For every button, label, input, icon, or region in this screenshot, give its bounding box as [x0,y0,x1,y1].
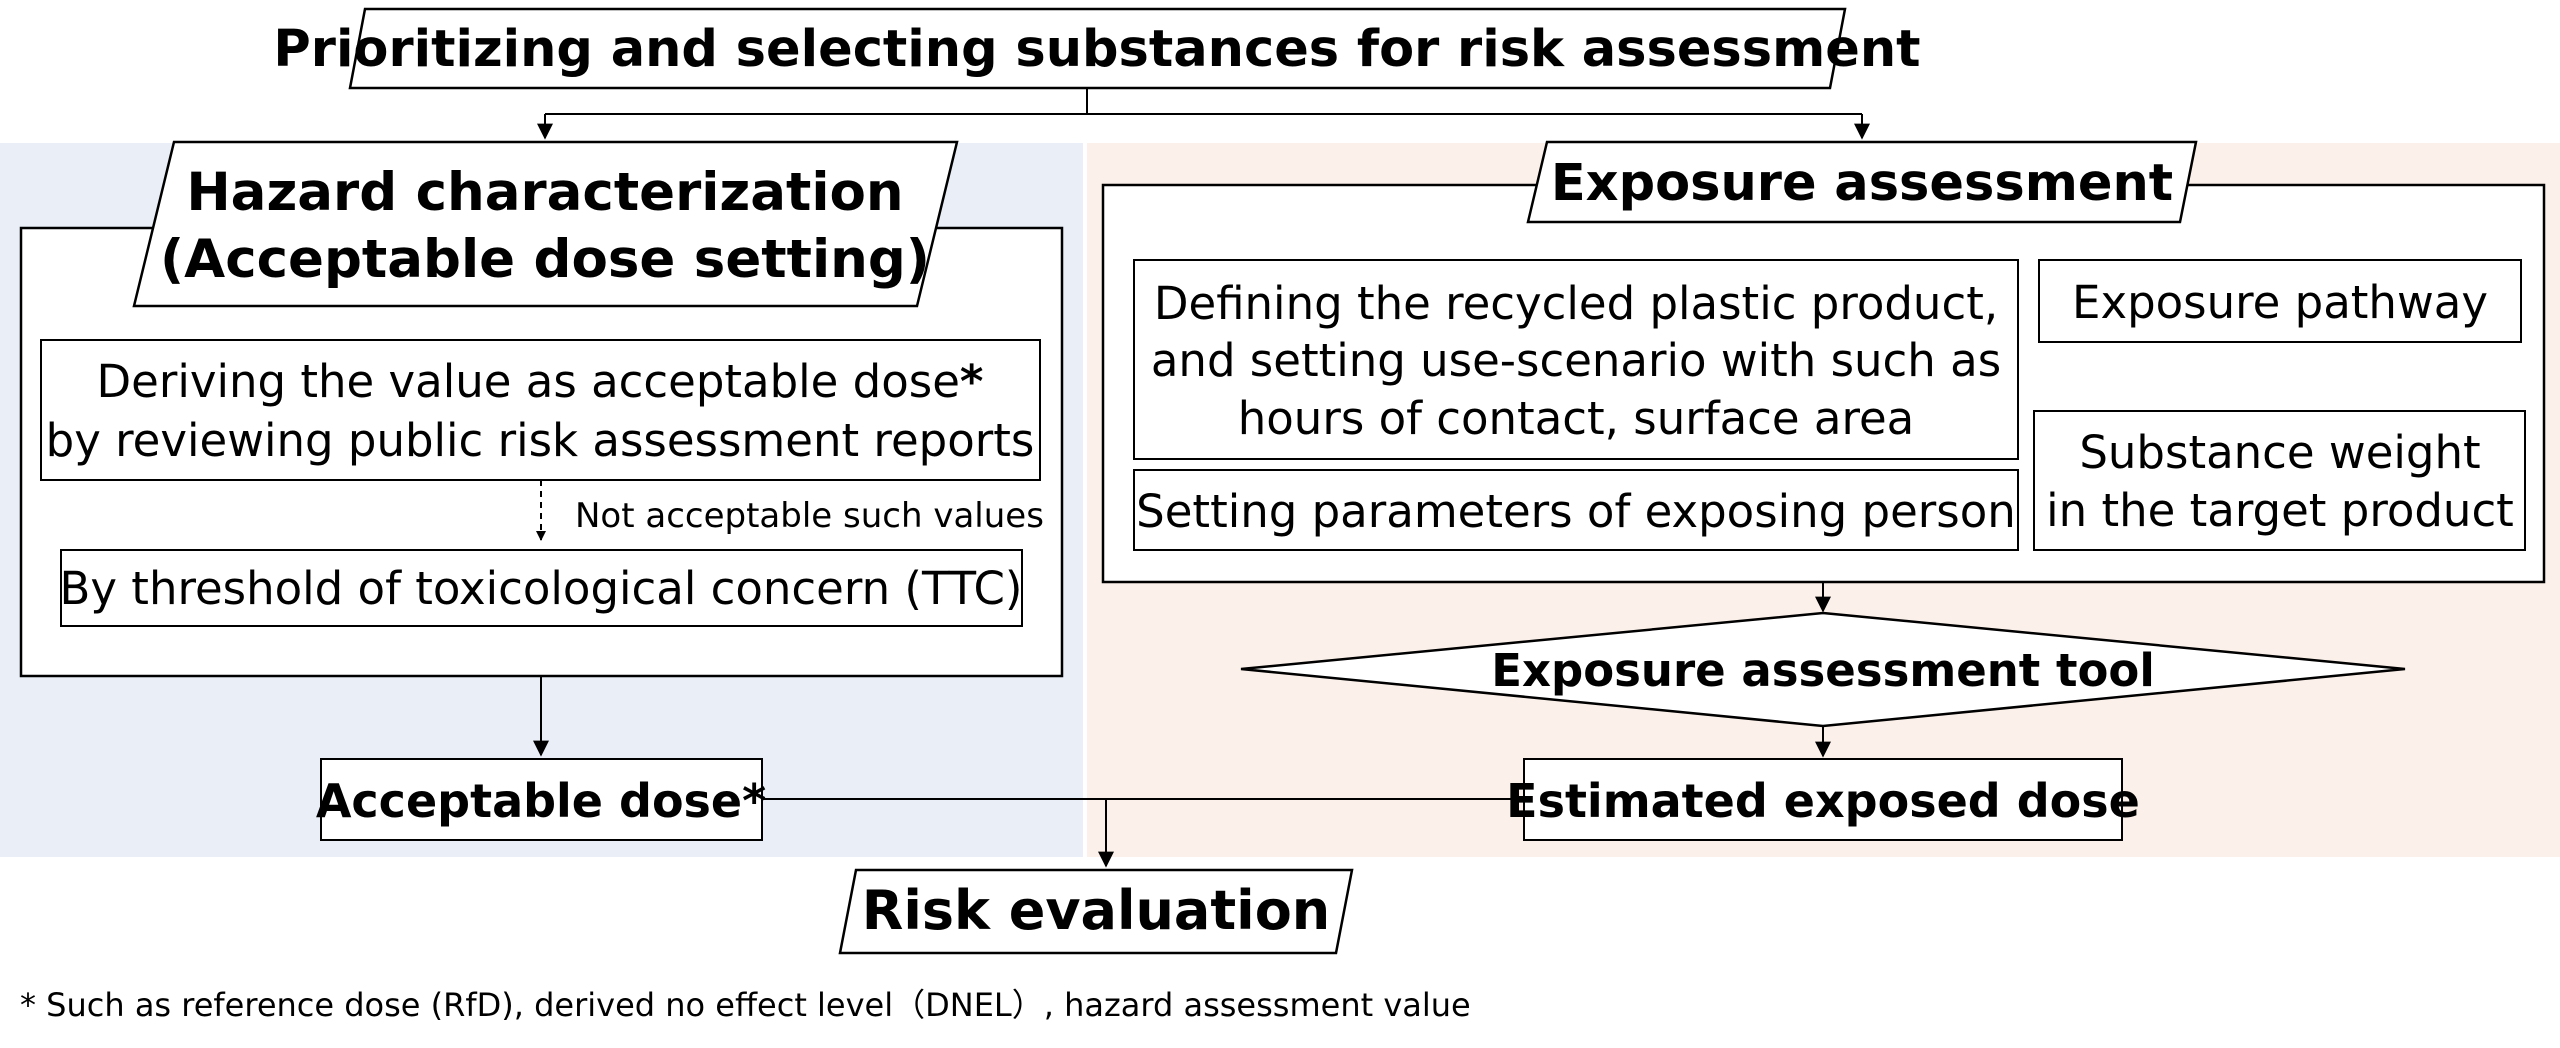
merge-connector [762,798,1524,868]
top-title-label: Prioritizing and selecting substances fo… [273,20,1920,79]
parameters-label: Setting parameters of exposing person [1136,485,2016,538]
weight-line1: Substance weight [2079,426,2480,479]
deriving-line1-text: Deriving the value as acceptable dose [97,355,960,408]
acceptable-dose-shape [320,758,763,841]
exposure-pathway-box: Exposure pathway [2038,259,2522,343]
ttc-box: By threshold of toxicological concern (T… [60,549,1023,627]
weight-box-shape [2033,410,2526,551]
not-acceptable-note: Not acceptable such values [575,496,1044,536]
ttc-label: By threshold of toxicological concern (T… [60,562,1023,615]
deriving-box-shape [40,339,1041,481]
risk-evaluation-node: Risk evaluation [838,868,1354,955]
defining-line2: and setting use-scenario with such as [1151,334,2001,387]
hazard-title-shape [132,140,959,308]
estimated-dose-shape [1523,758,2123,841]
exposure-tool-label: Exposure assessment tool [1491,644,2155,697]
deriving-asterisk: * [960,355,984,408]
estimated-dose-label: Estimated exposed dose [1506,774,2140,828]
deriving-acceptable-dose-box: Deriving the value as acceptable dose* b… [40,339,1041,481]
hazard-title-line2: (Acceptable dose setting) [160,229,930,290]
footnote: * Such as reference dose (RfD), derived … [20,986,1471,1024]
substance-weight-box: Substance weight in the target product [2033,410,2526,551]
pathway-label: Exposure pathway [2072,276,2488,329]
exposure-tool-node: Exposure assessment tool [1240,611,2406,728]
defining-box-shape [1133,259,2019,460]
acceptable-dose-label: Acceptable dose* [316,774,766,828]
deriving-line1: Deriving the value as acceptable dose* [97,355,984,408]
exposure-title-node: Exposure assessment [1526,140,2198,224]
weight-line2: in the target product [2046,484,2514,537]
exposure-title-shape [1526,140,2198,224]
estimated-dose-node: Estimated exposed dose [1506,758,2140,841]
not-acceptable-connector: Not acceptable such values [536,480,1044,541]
ttc-box-shape [60,549,1023,627]
parameters-box-shape [1133,469,2019,551]
defining-line3: hours of contact, surface area [1238,392,1914,445]
hazard-title-line1: Hazard characterization [186,162,903,223]
top-split-connector [537,88,1870,140]
defining-product-box: Defining the recycled plastic product, a… [1133,259,2019,460]
hazard-title-node: Hazard characterization (Acceptable dose… [132,140,959,308]
risk-evaluation-label: Risk evaluation [862,879,1330,942]
top-title-node: Prioritizing and selecting substances fo… [273,7,1921,90]
pathway-box-shape [2038,259,2522,343]
acceptable-dose-node: Acceptable dose* [316,758,766,841]
defining-line1: Defining the recycled plastic product, [1154,277,1998,330]
risk-evaluation-shape [838,868,1354,955]
top-title-shape [348,7,1847,90]
exposure-title-label: Exposure assessment [1551,154,2173,213]
deriving-line2: by reviewing public risk assessment repo… [46,414,1035,467]
setting-parameters-box: Setting parameters of exposing person [1133,469,2019,551]
